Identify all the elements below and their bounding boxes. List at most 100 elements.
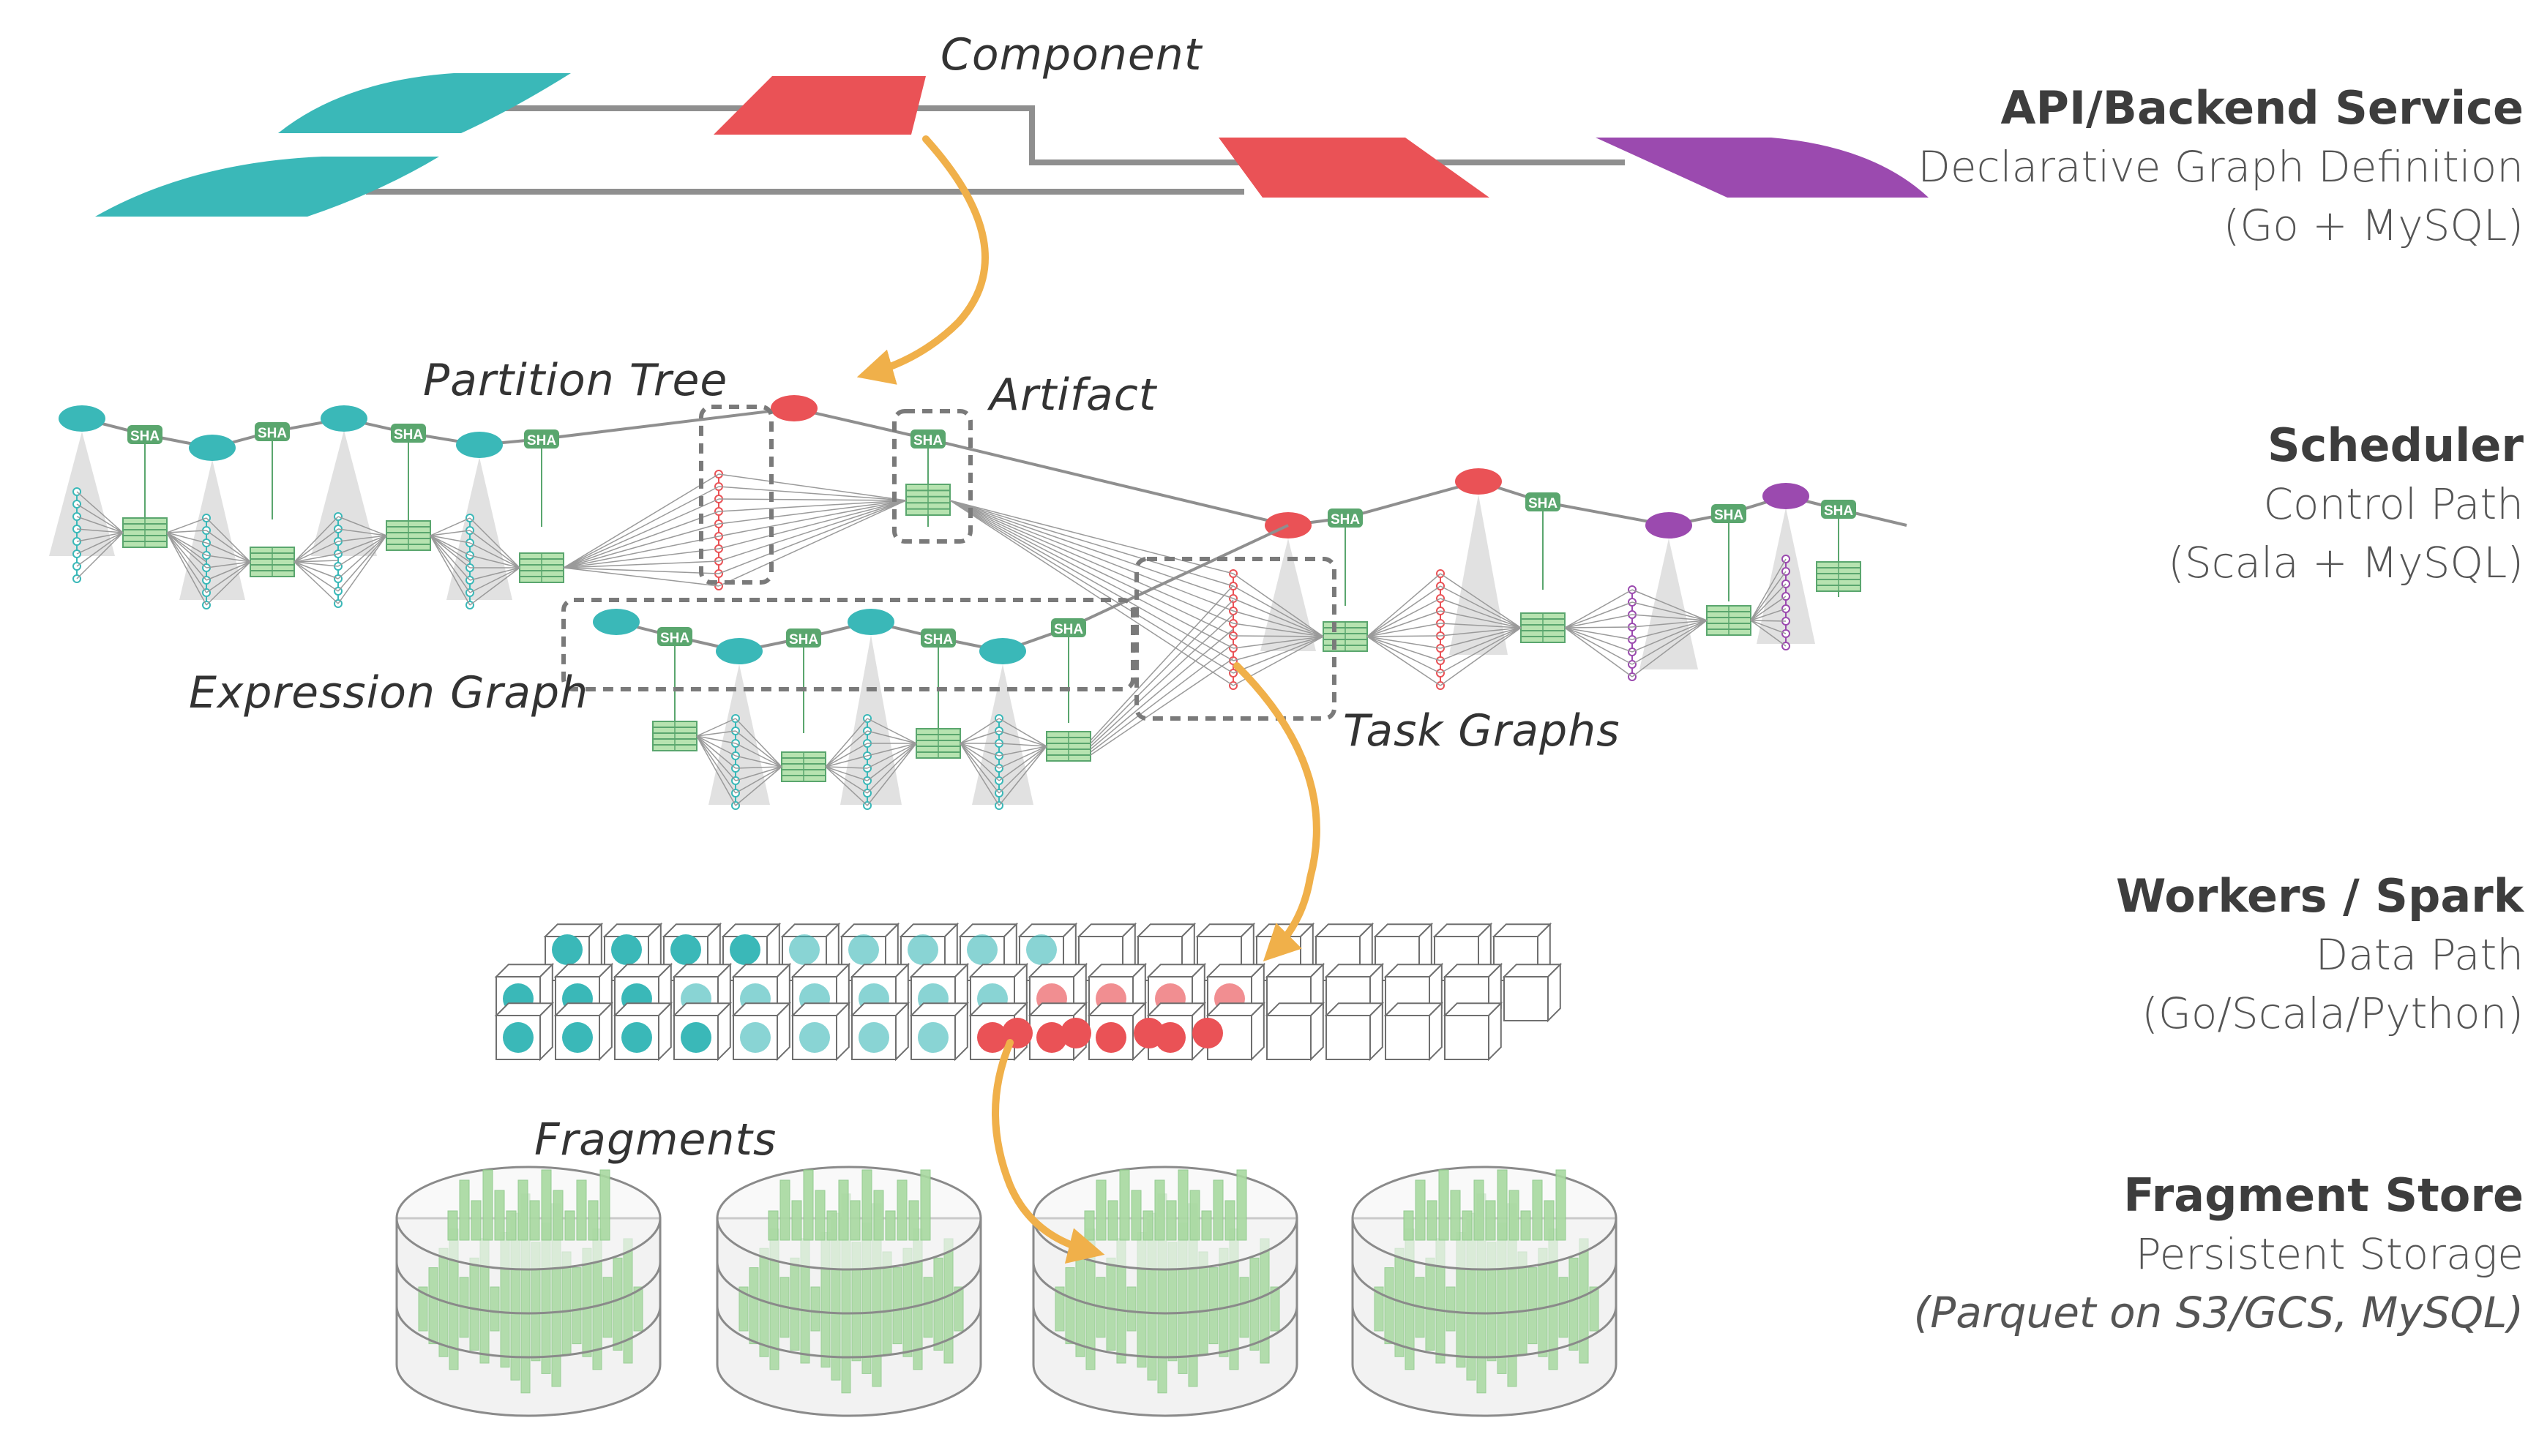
sha-tag (1711, 504, 1746, 523)
arrow-workers-to-store (992, 1039, 1105, 1264)
worker-task (670, 934, 701, 965)
sha-tag (786, 628, 821, 648)
worker-task (562, 1022, 593, 1053)
partition-cone (446, 457, 512, 600)
worker-task (789, 934, 820, 965)
worker-cube (1325, 1015, 1371, 1060)
layer-fragment-store: Fragment Store Persistent Storage (Parqu… (1914, 1166, 2524, 1342)
worker-task (918, 1022, 949, 1053)
sha-label: SHA (527, 433, 556, 449)
sha-label: SHA (789, 632, 818, 648)
component-red-2 (1219, 138, 1489, 198)
cylinder-top (716, 1166, 982, 1271)
worker-cube (1444, 1015, 1489, 1060)
sha-tag (1821, 500, 1856, 519)
layer-api-line2: (Go + MySQL) (2223, 200, 2524, 250)
sha-tag (1051, 618, 1086, 637)
component-teal-2 (95, 157, 439, 217)
expression-graph-label: Expression Graph (189, 667, 589, 718)
worker-task (681, 1022, 711, 1053)
partition-tree-label: Partition Tree (423, 355, 728, 406)
worker-task (977, 1022, 1008, 1053)
arrow-task-to-workers (1233, 662, 1320, 962)
sha-label: SHA (1054, 622, 1083, 637)
graph-node (1762, 483, 1809, 509)
worker-task (1096, 1022, 1126, 1053)
layer-scheduler: Scheduler Control Path (Scala + MySQL) (2168, 416, 2524, 592)
artifact-box (892, 409, 973, 544)
sha-tag (255, 422, 290, 441)
fragment-store (395, 1166, 1618, 1417)
worker-task (1134, 1018, 1164, 1048)
layer-workers-line2: (Go/Scala/Python) (2142, 988, 2524, 1038)
graph-node (716, 638, 763, 664)
graph-node (848, 609, 894, 635)
cylinder-top (1032, 1166, 1298, 1271)
partition-box (699, 405, 774, 585)
expression-box (561, 598, 1135, 691)
component-red-1 (714, 76, 926, 135)
worker-task (848, 934, 879, 965)
graph-node (1645, 512, 1692, 539)
worker-cube (1503, 976, 1549, 1021)
sha-tag (910, 429, 946, 449)
sha-label: SHA (258, 426, 287, 441)
component-label: Component (940, 29, 1203, 80)
layer-scheduler-title: Scheduler (2267, 419, 2524, 472)
component-teal-1 (278, 73, 571, 133)
sha-label: SHA (130, 429, 160, 444)
layer-workers-line1: Data Path (2315, 930, 2524, 980)
worker-task (1061, 1018, 1091, 1048)
flow-arrows (856, 135, 1320, 1264)
layer-fragment-store-line2: (Parquet on S3/GCS, MySQL) (1913, 1288, 2524, 1337)
graph-node (59, 405, 105, 432)
partition-cone (179, 459, 245, 600)
worker-task (552, 934, 583, 965)
partition-cone (1639, 539, 1698, 669)
graph-node (321, 405, 367, 432)
cylinder-top (395, 1166, 662, 1271)
worker-task (611, 934, 642, 965)
partition-cone (49, 432, 115, 556)
sha-label: SHA (924, 632, 953, 648)
graph-node (979, 638, 1026, 664)
sha-label: SHA (1714, 508, 1743, 523)
graph-node (771, 395, 818, 421)
worker-task (740, 1022, 771, 1053)
partition-cone (1449, 495, 1508, 655)
worker-grid (494, 922, 1563, 1062)
sha-label: SHA (1824, 503, 1853, 519)
worker-cube (1385, 1015, 1430, 1060)
layer-api-title: API/Backend Service (2000, 81, 2524, 135)
layer-fragment-store-line1: Persistent Storage (2135, 1229, 2524, 1279)
layer-workers-title: Workers / Spark (2116, 869, 2524, 923)
sha-label: SHA (1331, 512, 1360, 528)
cylinder-top (1351, 1166, 1618, 1271)
sha-tag (524, 429, 559, 449)
arrow-component-to-partition (856, 135, 989, 385)
worker-task (503, 1022, 534, 1053)
layer-scheduler-line2: (Scala + MySQL) (2168, 538, 2524, 588)
worker-task (1192, 1018, 1223, 1048)
graph-node (593, 609, 640, 635)
sha-label: SHA (1528, 496, 1557, 511)
sha-label: SHA (913, 433, 943, 449)
component-shapes (95, 73, 1929, 217)
worker-task (730, 934, 760, 965)
worker-task (967, 934, 998, 965)
partition-cone (311, 430, 377, 556)
layer-scheduler-line1: Control Path (2263, 479, 2524, 529)
graph-node (1455, 468, 1502, 495)
worker-task (621, 1022, 652, 1053)
layer-api-line1: Declarative Graph Definition (1918, 142, 2524, 192)
component-purple (1596, 138, 1929, 198)
sha-label: SHA (394, 427, 423, 443)
layer-workers: Workers / Spark Data Path (Go/Scala/Pyth… (2116, 867, 2524, 1043)
sha-tag (921, 628, 956, 648)
worker-task (1026, 934, 1057, 965)
sha-label: SHA (660, 631, 689, 646)
partition-cone (708, 664, 770, 805)
fragments-label: Fragments (534, 1114, 777, 1166)
